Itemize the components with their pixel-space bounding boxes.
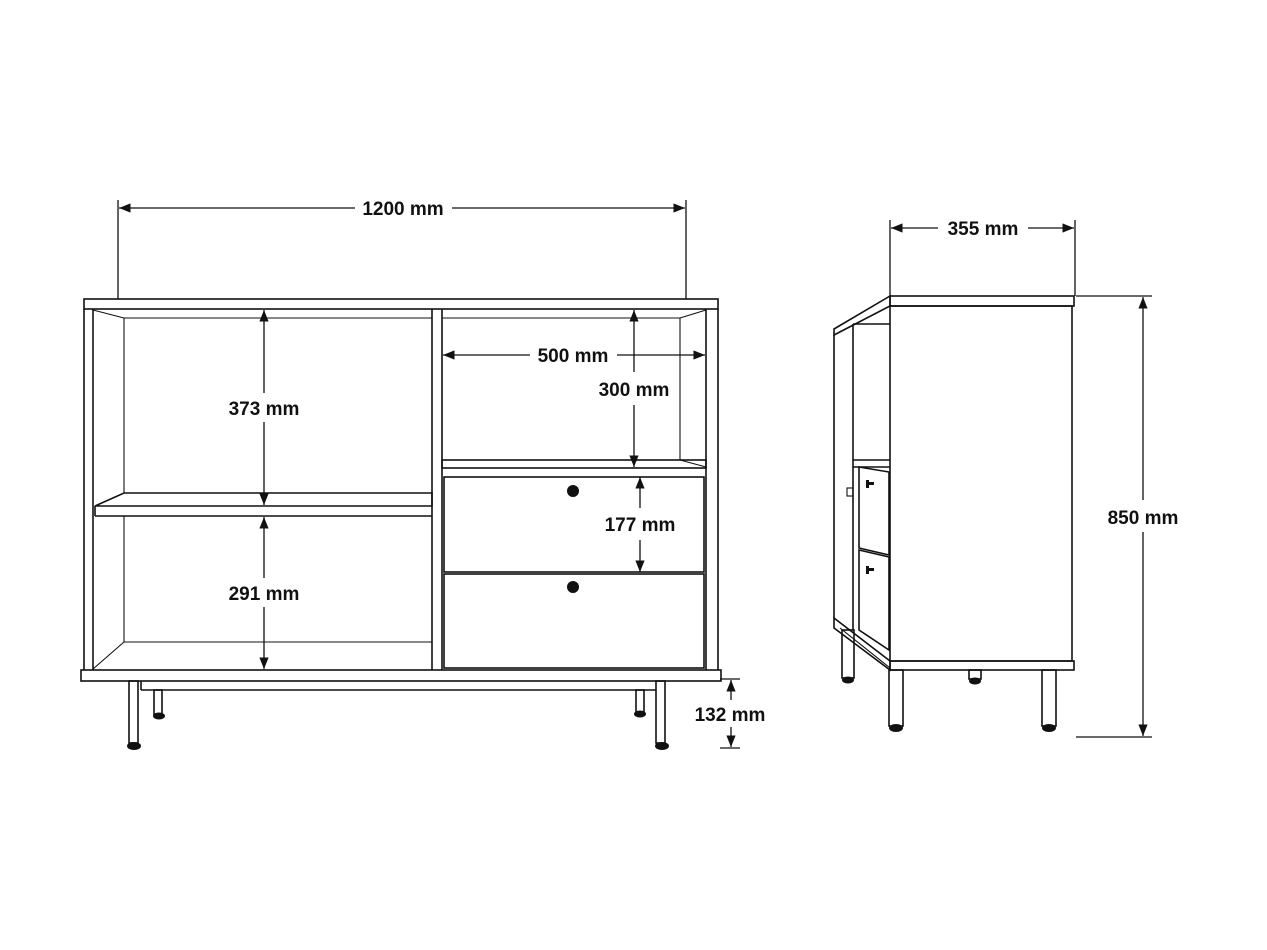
- niche-height-label: 300 mm: [599, 380, 670, 401]
- leg: [888, 669, 904, 727]
- drawer-height-label: 177 mm: [605, 515, 676, 536]
- overall-height-label: 850 mm: [1108, 508, 1179, 529]
- niche-width-label: 500 mm: [538, 346, 609, 367]
- width-label: 1200 mm: [362, 199, 443, 220]
- drawer-bottom: [443, 573, 705, 669]
- side-view: [833, 294, 1075, 732]
- leg: [655, 680, 666, 744]
- drawer-top: [443, 476, 705, 573]
- bottom-board: [80, 669, 722, 682]
- left-shelf: [94, 492, 433, 507]
- side-panel: [889, 305, 1073, 662]
- drawer-knob-icon: [567, 581, 579, 593]
- drawer-knob-icon: [567, 485, 579, 497]
- lower-shelf-height-label: 291 mm: [229, 584, 300, 605]
- leg: [1041, 669, 1057, 727]
- depth-label: 355 mm: [948, 219, 1019, 240]
- leg: [128, 680, 139, 744]
- front-view: [80, 298, 722, 750]
- top-board: [83, 298, 719, 310]
- leg: [635, 689, 645, 713]
- leg-height-label: 132 mm: [695, 705, 766, 726]
- dimensions: 1200 mm 373 mm 291 mm 500 mm 300 mm 177 …: [117, 199, 1179, 749]
- leg: [153, 689, 163, 715]
- upper-shelf-height-label: 373 mm: [229, 399, 300, 420]
- niche-shelf: [441, 459, 707, 469]
